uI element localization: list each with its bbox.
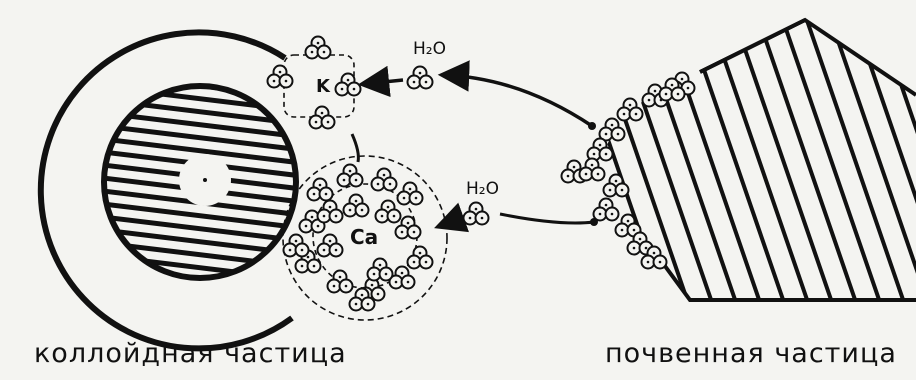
arrow-soil-to-water-top — [444, 75, 592, 126]
water-molecule-icon — [368, 259, 393, 281]
hatch-line — [680, 0, 790, 320]
hatch-line — [848, 0, 916, 320]
soil-particle-hatching — [560, 0, 916, 320]
water-molecule-icon — [618, 99, 643, 121]
water-molecule-icon — [336, 74, 361, 96]
arrow-soil-to-water-mid — [500, 214, 594, 223]
water-molecule-icon — [594, 199, 619, 221]
water-label-mid: H₂O — [466, 179, 499, 199]
water-molecule-icon — [284, 235, 309, 257]
water-molecule-icon — [308, 179, 333, 201]
water-molecule-icon — [376, 201, 401, 223]
ion-k-label: K — [316, 76, 331, 97]
free-water-molecule-icon — [464, 203, 489, 225]
water-molecule-icon — [318, 201, 343, 223]
hatch-line — [800, 0, 910, 320]
k-ca-connector — [352, 134, 358, 162]
water-molecule-icon — [372, 169, 397, 191]
hatch-line — [896, 0, 916, 320]
water-molecule-icon — [268, 66, 293, 88]
water-molecule-icon — [390, 267, 415, 289]
hatch-line — [704, 0, 814, 320]
water-molecule-icon — [604, 175, 629, 197]
ion-ca-label: Ca — [350, 225, 378, 249]
water-molecule-icon — [338, 165, 363, 187]
colloid-particle-caption: коллойдная частица — [34, 338, 347, 369]
water-molecule-icon — [600, 119, 625, 141]
potassium-ion-complex: K — [268, 37, 361, 129]
arrow-water-to-ca — [440, 218, 462, 226]
soil-particle — [560, 0, 916, 320]
water-molecule-icon — [310, 107, 335, 129]
hatch-line — [584, 0, 694, 320]
hatch-line — [776, 0, 886, 320]
water-molecule-icon — [344, 195, 369, 217]
hatch-line — [95, 294, 310, 320]
hatch-line — [95, 281, 310, 307]
hatch-line — [632, 0, 742, 320]
water-molecule-icon — [398, 183, 423, 205]
calcium-ion-complex: Ca — [283, 156, 447, 320]
soil-particle-caption: почвенная частица — [605, 338, 897, 369]
water-molecule-icon — [328, 271, 353, 293]
water-label-top: H₂O — [413, 39, 446, 59]
water-molecule-icon — [408, 247, 433, 269]
water-molecule-icon — [306, 37, 331, 59]
free-water-molecule-icon — [408, 67, 433, 89]
hatch-line — [608, 0, 718, 320]
arrow-water-to-k — [364, 80, 403, 84]
water-molecule-icon — [318, 235, 343, 257]
water-molecule-icon — [580, 159, 605, 181]
